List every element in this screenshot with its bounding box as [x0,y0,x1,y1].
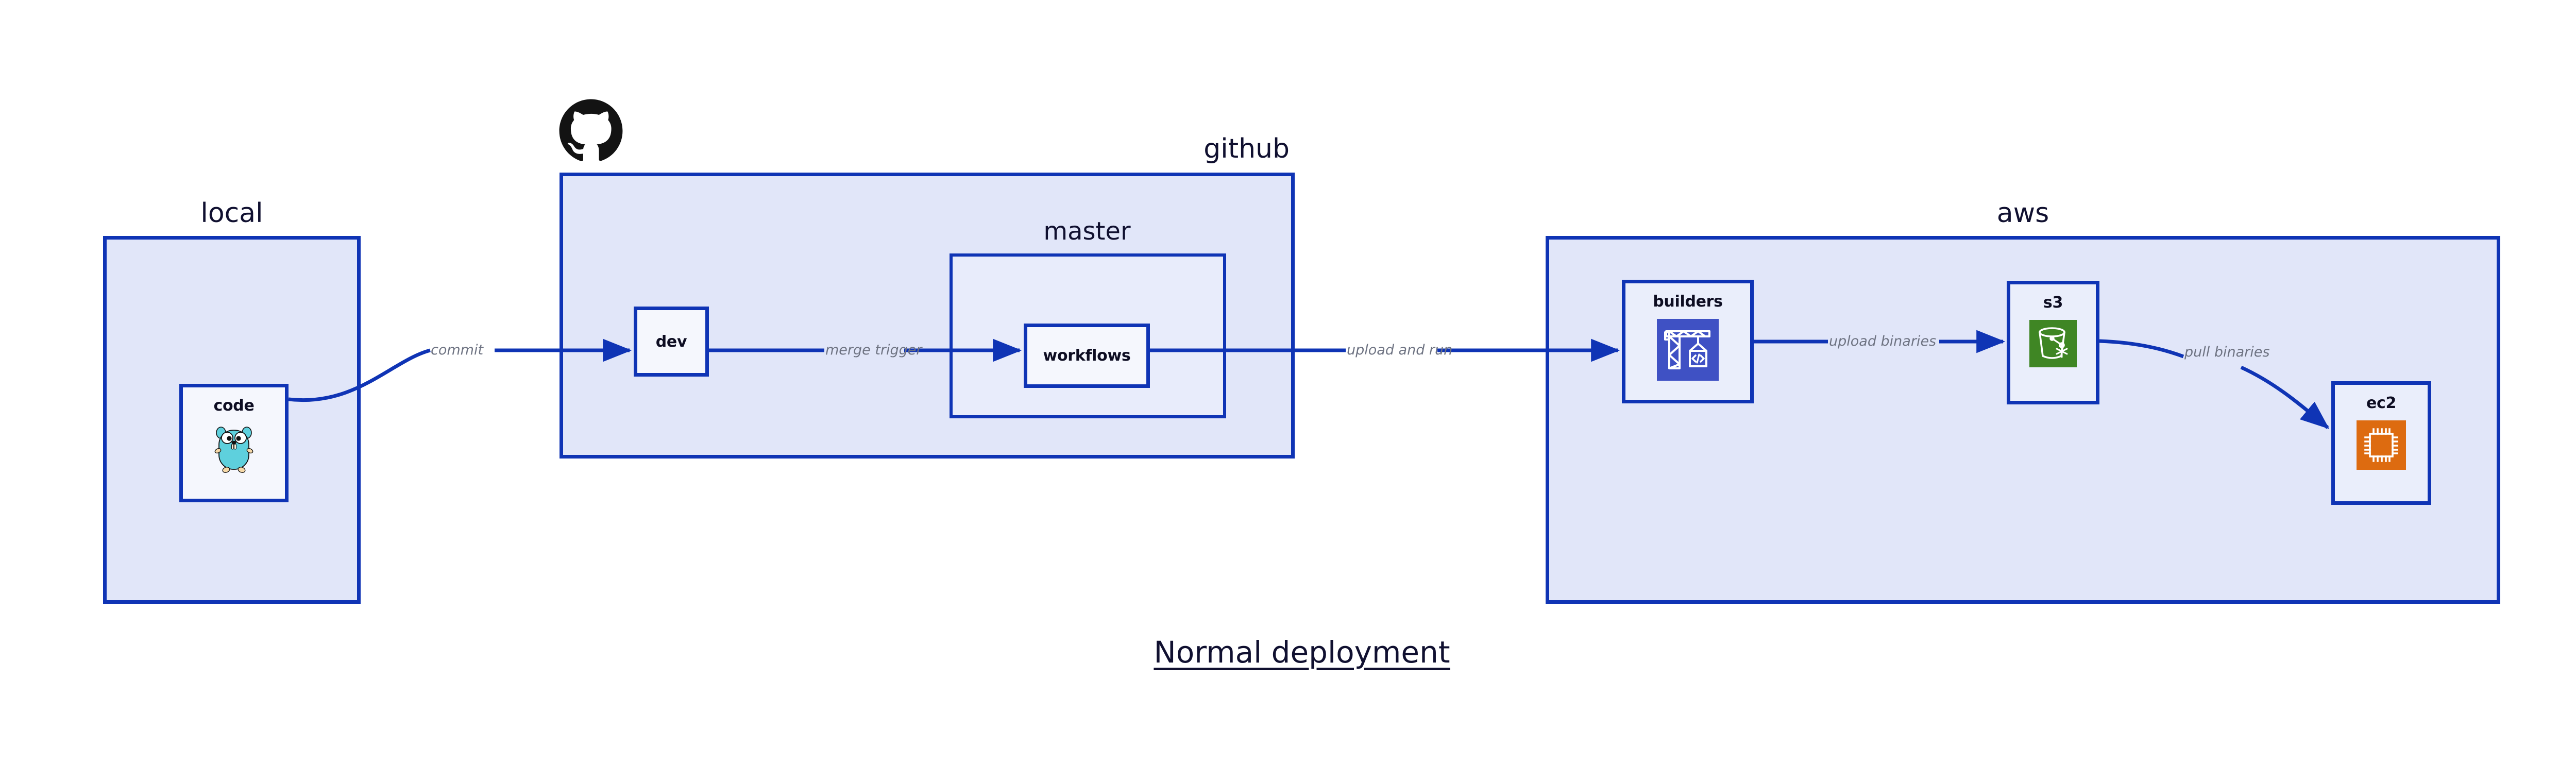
edge-label-commit: commit [431,342,484,358]
node-s3-label: s3 [2043,294,2063,312]
node-builders[interactable]: builders [1622,280,1754,403]
node-dev[interactable]: dev [634,307,709,377]
node-ec2[interactable]: ec2 [2331,381,2431,505]
go-gopher-icon [213,423,255,476]
node-code[interactable]: code [179,384,289,502]
edge-label-upload-binaries: upload binaries [1829,333,1937,349]
node-workflows-label: workflows [1043,347,1131,365]
subgroup-label-master: master [1043,217,1131,246]
node-ec2-label: ec2 [2366,394,2397,412]
diagram-title: Normal deployment [1154,635,1450,670]
cpu-chip-icon [2357,420,2406,472]
group-label-aws: aws [1996,198,2049,229]
node-builders-label: builders [1653,293,1723,311]
edge-label-upload-and-run: upload and run [1347,342,1453,358]
crane-code-icon [1657,319,1719,383]
edge-label-pull-binaries: pull binaries [2184,344,2270,360]
edge-label-merge-trigger: merge trigger [825,342,922,358]
group-label-github: github [1204,133,1290,164]
s3-bucket-icon [2029,320,2077,369]
group-label-local: local [200,198,263,229]
node-dev-label: dev [655,332,687,351]
node-workflows[interactable]: workflows [1024,324,1150,388]
node-code-label: code [213,397,255,415]
node-s3[interactable]: s3 [2007,281,2099,404]
github-octocat-icon [558,98,624,166]
